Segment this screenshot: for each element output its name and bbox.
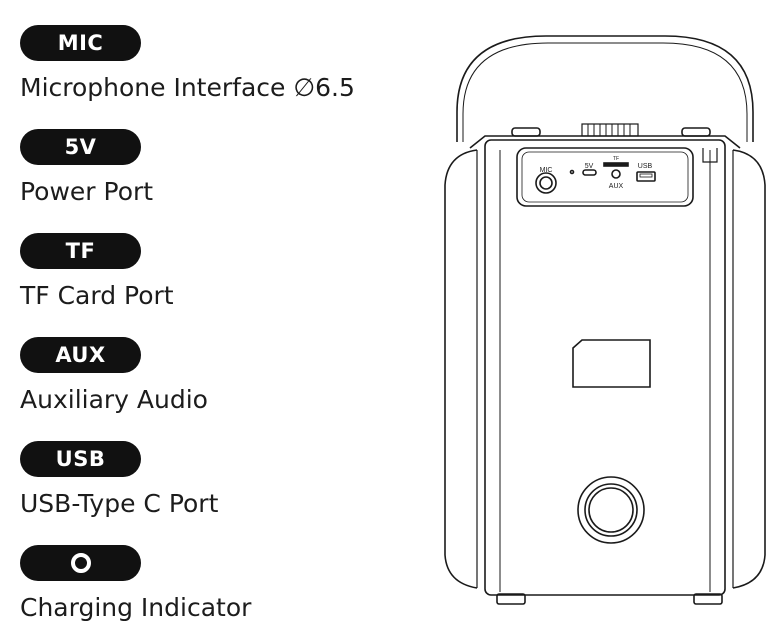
strap-clip bbox=[702, 148, 718, 163]
tf-slot bbox=[603, 162, 629, 167]
panel-label-5v: 5V bbox=[585, 163, 594, 170]
handle bbox=[456, 35, 754, 142]
top-knob bbox=[581, 123, 639, 137]
label-plate bbox=[572, 339, 651, 388]
aux-description: Auxiliary Audio bbox=[20, 385, 208, 414]
left-bumper bbox=[444, 149, 478, 589]
top-button-right bbox=[681, 127, 711, 137]
charging-indicator-led bbox=[569, 169, 575, 175]
knob-ridges bbox=[587, 124, 631, 136]
mic-badge: MIC bbox=[20, 25, 141, 61]
top-button-left bbox=[511, 127, 541, 137]
legend-item-5v: 5V Power Port bbox=[20, 129, 153, 206]
aux-jack bbox=[611, 169, 621, 179]
mic-jack bbox=[535, 172, 557, 194]
tf-description: TF Card Port bbox=[20, 281, 174, 310]
mic-description: Microphone Interface ∅6.5 bbox=[20, 73, 355, 102]
aux-badge: AUX bbox=[20, 337, 141, 373]
usb-description: USB-Type C Port bbox=[20, 489, 219, 518]
port-panel-inner bbox=[521, 151, 689, 203]
5v-description: Power Port bbox=[20, 177, 154, 206]
usb-badge: USB bbox=[20, 441, 141, 477]
panel-label-usb: USB bbox=[638, 163, 653, 170]
port-panel bbox=[516, 147, 694, 207]
panel-label-aux: AUX bbox=[609, 183, 624, 190]
legend-item-mic: MIC Microphone Interface ∅6.5 bbox=[20, 25, 355, 102]
bottom-ring-outer bbox=[577, 476, 645, 544]
tf-badge: TF bbox=[20, 233, 141, 269]
panel-label-mic: MIC bbox=[540, 167, 553, 174]
bottom-ring-inner bbox=[588, 487, 634, 533]
bottom-ring-mid bbox=[584, 483, 638, 537]
speaker-drawing: MIC 5V TF AUX USB bbox=[444, 35, 766, 605]
handle-inner bbox=[462, 42, 748, 142]
usb-a-port bbox=[636, 171, 656, 182]
left-foot bbox=[496, 593, 526, 605]
legend-item-charging: Charging Indicator bbox=[20, 545, 251, 622]
charging-badge bbox=[20, 545, 141, 581]
ring-icon bbox=[70, 553, 91, 573]
top-cap bbox=[469, 135, 741, 149]
legend-item-usb: USB USB-Type C Port bbox=[20, 441, 218, 518]
usb-c-port bbox=[582, 169, 597, 176]
legend-item-tf: TF TF Card Port bbox=[20, 233, 174, 310]
right-foot bbox=[693, 593, 723, 605]
5v-badge: 5V bbox=[20, 129, 141, 165]
port-legend: MIC Microphone Interface ∅6.5 5V Power P… bbox=[20, 25, 355, 622]
panel-label-tf: TF bbox=[613, 156, 619, 162]
speaker-body bbox=[484, 139, 726, 596]
charging-description: Charging Indicator bbox=[20, 593, 252, 622]
legend-item-aux: AUX Auxiliary Audio bbox=[20, 337, 208, 414]
right-bumper bbox=[732, 149, 766, 589]
